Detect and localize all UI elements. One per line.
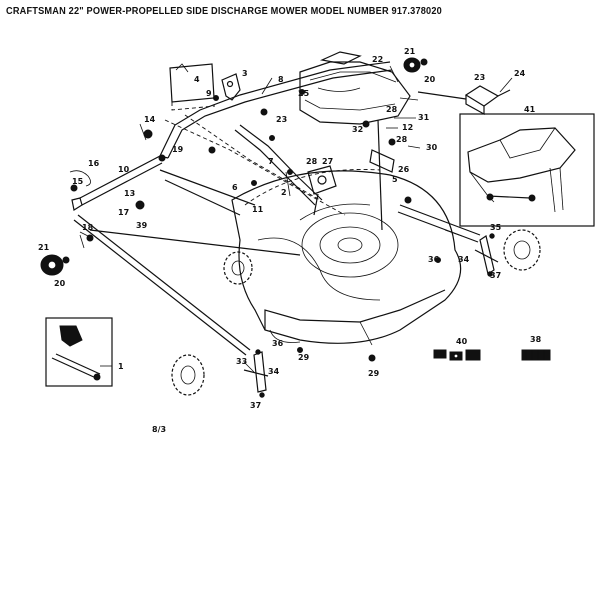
label-8: 8 [278, 75, 284, 84]
label-32: 32 [352, 125, 363, 134]
gear-case [307, 165, 337, 216]
label-21-left: 21 [38, 243, 50, 252]
height-adjuster-right [474, 233, 499, 277]
label-28-left: 28 [306, 157, 318, 166]
label-15: 15 [72, 177, 84, 186]
part-38 [521, 349, 551, 361]
label-39: 39 [136, 221, 148, 230]
label-37-right: 37 [490, 271, 501, 280]
control-bracket [169, 63, 216, 111]
label-36-right: 36 [428, 255, 440, 264]
label-13: 13 [124, 189, 135, 198]
label-34-bottom: 34 [268, 367, 280, 376]
label-28-mid: 28 [396, 135, 408, 144]
wheel-left [40, 254, 70, 276]
label-2: 2 [281, 188, 287, 197]
label-36-bottom: 36 [272, 339, 284, 348]
label-10: 10 [118, 165, 130, 174]
label-4: 4 [194, 75, 200, 84]
label-28-top: 28 [386, 105, 398, 114]
label-38: 38 [530, 335, 542, 344]
handle-assembly [71, 61, 393, 356]
label-23-left: 23 [276, 115, 287, 124]
label-20-left: 20 [54, 279, 66, 288]
label-27: 27 [322, 157, 333, 166]
label-40: 40 [456, 337, 468, 346]
label-14: 14 [144, 115, 156, 124]
inset-1 [45, 317, 113, 387]
label-34-right: 34 [458, 255, 470, 264]
page-reference: 8/3 [152, 425, 166, 434]
label-35: 35 [490, 223, 502, 232]
height-adjuster-bottom [243, 349, 269, 398]
label-21-top: 21 [404, 47, 416, 56]
lever-part [221, 73, 241, 101]
label-7: 7 [268, 157, 274, 166]
fasteners [69, 89, 441, 362]
wheel-rear-right [503, 229, 541, 271]
label-29-right: 29 [368, 369, 380, 378]
label-12: 12 [402, 123, 413, 132]
label-37-bottom: 37 [250, 401, 261, 410]
label-16: 16 [88, 159, 100, 168]
label-18: 18 [82, 223, 94, 232]
label-29-left: 29 [298, 353, 310, 362]
label-5: 5 [392, 175, 398, 184]
label-22: 22 [372, 55, 383, 64]
label-26: 26 [398, 165, 410, 174]
diagram-title: CRAFTSMAN 22" POWER-PROPELLED SIDE DISCH… [6, 6, 442, 17]
part-40-kit [433, 349, 481, 361]
label-41: 41 [524, 105, 536, 114]
label-3: 3 [242, 69, 248, 78]
discharge-chute [299, 51, 411, 125]
leader-lines [79, 65, 513, 373]
label-24: 24 [514, 69, 526, 78]
drive-linkage [369, 119, 481, 243]
label-1: 1 [118, 362, 124, 371]
label-19: 19 [172, 145, 184, 154]
label-20-top: 20 [424, 75, 436, 84]
axle-cylinder [417, 85, 511, 116]
label-25: 25 [298, 89, 310, 98]
part-labels: 1 2 3 4 5 6 7 8 9 10 11 12 13 14 15 16 1… [38, 47, 542, 434]
mower-deck [231, 169, 462, 346]
label-23-right: 23 [474, 73, 485, 82]
wheel-top-right [403, 57, 428, 73]
label-6: 6 [232, 183, 238, 192]
label-30: 30 [426, 143, 438, 152]
inset-41 [459, 113, 595, 227]
label-33: 33 [236, 357, 247, 366]
label-9: 9 [206, 89, 212, 98]
wheel-front-bottom [171, 354, 205, 396]
label-31: 31 [418, 113, 430, 122]
label-17: 17 [118, 208, 129, 217]
label-11: 11 [252, 205, 264, 214]
wheel-front-left [223, 251, 253, 285]
